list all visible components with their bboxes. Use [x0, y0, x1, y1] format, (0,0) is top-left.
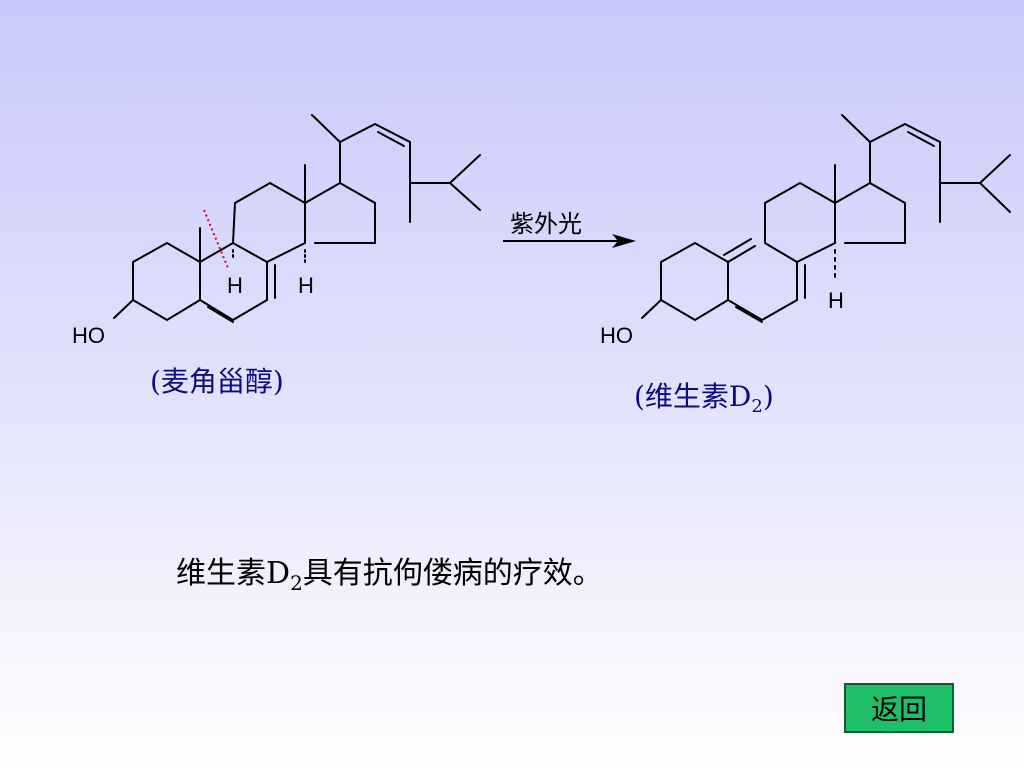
isopropyl: [409, 154, 481, 184]
ring-c: [232, 181, 306, 263]
vd-isopropyl: [939, 154, 1011, 184]
ergosterol-caption: (麦角甾醇): [150, 360, 284, 400]
vitamin-d2-structure: [641, 114, 1011, 323]
vitamin-d2-caption: (维生素D2): [634, 375, 774, 417]
vitamin-d2-caption-subscript: 2: [751, 396, 763, 417]
vitamin-d2-hydroxyl: HO: [600, 323, 633, 348]
triene-double-1: [735, 306, 763, 323]
side-chain-double: [377, 131, 405, 147]
vitamin-d2-caption-close: ): [762, 380, 774, 413]
double-bond-5-6: [207, 306, 234, 323]
triene: [727, 261, 798, 322]
exo-methylene: [727, 245, 756, 263]
vd-ring-c: [764, 181, 836, 263]
vitamin-d2-h-label: H: [828, 288, 844, 313]
side-chain-2: [339, 122, 411, 223]
bond-cleavage-mark: [203, 209, 229, 269]
reaction-arrow: [503, 234, 636, 248]
ergosterol-caption-text: (麦角甾醇): [150, 365, 284, 398]
ring-a: [132, 242, 201, 322]
vitamin-d2-statement: 维生素D2具有抗佝偻病的疗效。: [176, 548, 603, 595]
ergosterol-h14-label: H: [298, 273, 314, 298]
ring-d: [304, 181, 376, 244]
ergosterol-hydroxyl: HO: [72, 323, 105, 348]
statement-suffix: 具有抗佝偻病的疗效。: [302, 556, 603, 591]
vd-oh-bond: [641, 299, 662, 319]
isopropyl-2: [449, 182, 481, 211]
back-button[interactable]: 返回: [844, 683, 954, 733]
exo-methylene-2: [723, 238, 752, 256]
ergosterol-h9-label: H: [227, 273, 243, 298]
vd-isopropyl-2: [979, 182, 1011, 213]
ring-b: [199, 241, 268, 322]
vd-side-chain: [841, 114, 871, 184]
statement-subscript: 2: [290, 571, 303, 595]
arrow-label: 紫外光: [510, 210, 582, 238]
vd-side-chain-2: [869, 122, 941, 223]
vd-ring-a: [660, 242, 729, 322]
oh-bond: [113, 299, 134, 319]
ergosterol-structure: [113, 114, 481, 323]
vd-ring-d: [834, 181, 906, 244]
vitamin-d2-caption-text: (维生素D: [634, 380, 752, 413]
vd-side-chain-double: [907, 131, 935, 147]
side-chain: [311, 114, 341, 184]
statement-prefix: 维生素D: [176, 556, 291, 591]
